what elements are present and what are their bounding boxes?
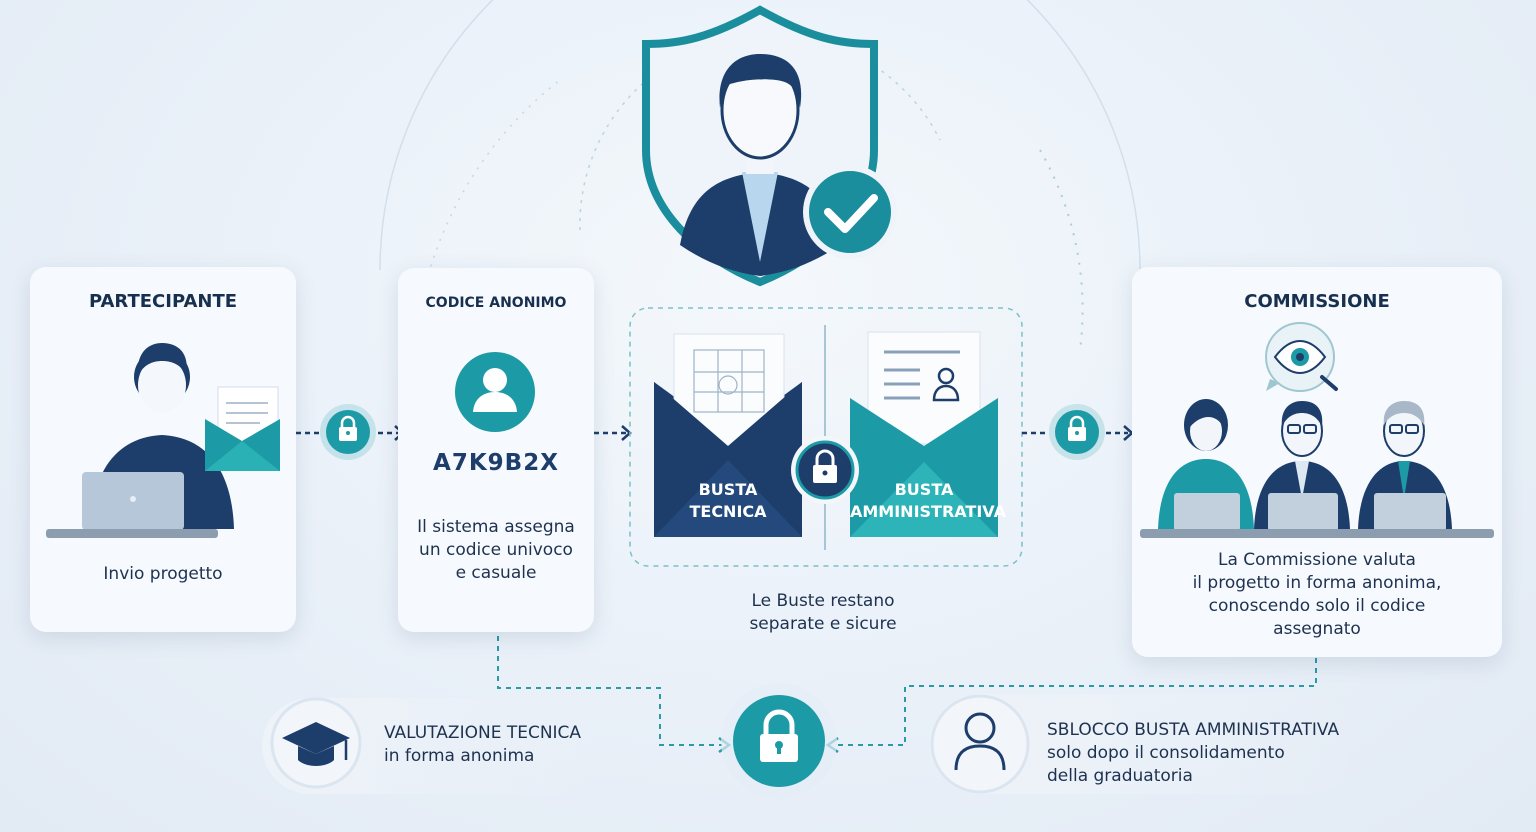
commission-illustration bbox=[1140, 322, 1494, 538]
participant-laptop-illustration bbox=[46, 343, 234, 538]
commission-member-woman-icon bbox=[1158, 399, 1254, 531]
code-title: CODICE ANONIMO bbox=[425, 295, 567, 311]
commission-member-man-glasses-icon bbox=[1254, 401, 1350, 531]
envelope-send-icon bbox=[205, 386, 280, 471]
user-badge-icon bbox=[455, 352, 535, 432]
commission-card: COMMISSIONE bbox=[1132, 267, 1502, 657]
anonymous-code-card: CODICE ANONIMO A7K9B2X Il sistema assegn… bbox=[398, 268, 594, 632]
bottom-left-text: VALUTAZIONE TECNICA in forma anonima bbox=[384, 723, 582, 766]
participant-card: PARTECIPANTE Invio progetto bbox=[30, 267, 296, 632]
participant-caption: Invio progetto bbox=[103, 564, 223, 584]
code-caption: Il sistema assegna un codice univoco e c… bbox=[417, 517, 575, 583]
participant-title: PARTECIPANTE bbox=[88, 291, 238, 312]
bottom-right-text: SBLOCCO BUSTA AMMINISTRATIVA solo dopo i… bbox=[1047, 720, 1340, 786]
code-value: A7K9B2X bbox=[433, 450, 559, 476]
eye-search-icon bbox=[1265, 322, 1338, 392]
commission-title: COMMISSIONE bbox=[1244, 291, 1390, 312]
commission-caption: La Commissione valuta il progetto in for… bbox=[1192, 550, 1442, 639]
commission-member-older-man-icon bbox=[1358, 401, 1452, 531]
